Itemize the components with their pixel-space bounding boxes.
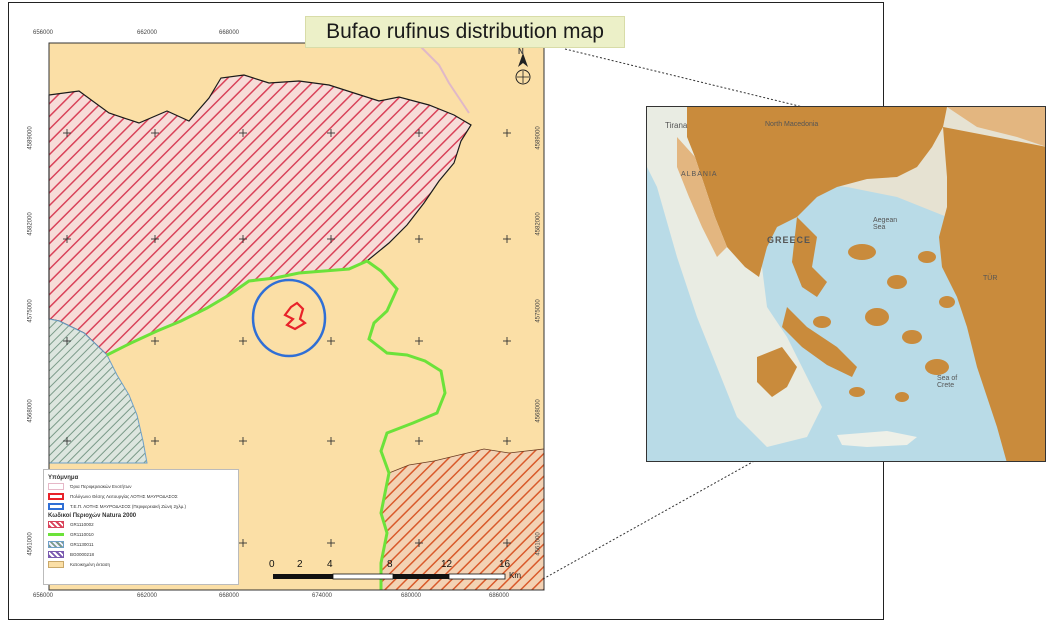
y-tick-right-4: 4568000 (535, 399, 542, 423)
legend-label: GR1110010 (70, 531, 94, 537)
crete-island (837, 431, 917, 447)
legend-item: Πολύγωνο Θέσης Λειτουργίας ΛΟΤΗΣ ΜΑΥΡΟΔΑ… (48, 491, 238, 501)
legend-swatch-natura-2 (48, 532, 64, 536)
legend-swatch-natura-1 (48, 520, 64, 528)
distribution-area-light-west (677, 137, 727, 257)
legend-label: Πολύγωνο Θέσης Λειτουργίας ΛΟΤΗΣ ΜΑΥΡΟΔΑ… (70, 493, 178, 499)
legend-item: BG0000218 (48, 549, 238, 559)
x-tick-bottom-3: 668000 (219, 593, 240, 599)
label-north-macedonia: North Macedonia (765, 121, 819, 128)
y-tick-left-3: 4575000 (27, 299, 34, 323)
legend-item: Όρια Περιφερειακών Ενοτήτων (48, 481, 238, 491)
x-tick-bottom-6: 686000 (489, 593, 510, 599)
legend-label: Κατοικημένη έκταση (70, 561, 110, 567)
map-frame: 656000 662000 668000 656000 662000 66800… (8, 2, 885, 620)
y-tick-left-2: 4582000 (27, 212, 34, 236)
x-tick-bottom-4: 674000 (312, 593, 333, 599)
natura-zone-bluegreen (48, 318, 148, 464)
legend-item: GR1110002 (48, 519, 238, 529)
road-line (418, 44, 470, 114)
label-sea-of-crete: Sea of Crete (937, 375, 958, 389)
inset-distribution-map[interactable]: Tirana North Macedonia ALBANIA GREECE Ae… (646, 106, 1046, 462)
scale-unit: Km (509, 571, 521, 580)
distribution-area-light (947, 107, 1045, 147)
map-border (48, 42, 545, 591)
north-label: N (518, 47, 524, 56)
x-tick-top-2: 662000 (137, 30, 158, 36)
label-turkey: TÜR (983, 275, 998, 282)
legend-swatch-buffer (48, 502, 64, 510)
leader-line-top (564, 48, 885, 128)
distribution-islands (813, 244, 955, 402)
legend-label: GR1110002 (70, 521, 94, 527)
map-title: Bufao rufinus distribution map (305, 16, 625, 48)
y-tick-left-4: 4568000 (27, 399, 34, 423)
distribution-area-east (939, 127, 1045, 461)
scale-label-2: 2 (297, 559, 303, 570)
x-tick-bottom-2: 662000 (137, 593, 158, 599)
x-tick-bottom-5: 680000 (401, 593, 422, 599)
legend-subtitle: Κωδικοί Περιοχών Natura 2000 (48, 513, 137, 519)
distribution-peloponnese (757, 347, 797, 397)
y-tick-left-5: 4561000 (27, 532, 34, 556)
inset-map-svg (647, 107, 1045, 461)
distribution-chalkidiki (792, 217, 827, 297)
legend-item: GR1130011 (48, 539, 238, 549)
legend-swatch-natura-4 (48, 550, 64, 558)
scale-label-4: 4 (327, 559, 333, 570)
north-arrow-icon (515, 53, 531, 85)
label-aegean-sea: Aegean Sea (873, 217, 898, 231)
legend-label: Τ.Ε.Π. ΛΟΤΗΣ ΜΑΥΡΟΔΑΣΟΣ (Περιφερειακή Ζώ… (70, 503, 186, 509)
scale-label-16: 16 (499, 559, 511, 570)
legend-item: Κατοικημένη έκταση (48, 559, 238, 569)
y-tick-right-5: 4561000 (535, 532, 542, 556)
label-greece: GREECE (767, 235, 812, 245)
scale-label-8: 8 (387, 559, 393, 570)
legend-item: Τ.Ε.Π. ΛΟΤΗΣ ΜΑΥΡΟΔΑΣΟΣ (Περιφερειακή Ζώ… (48, 501, 238, 511)
buffer-zone-circle (251, 278, 327, 358)
y-tick-right-2: 4582000 (535, 212, 542, 236)
label-albania: ALBANIA (681, 171, 718, 178)
distribution-evia (782, 307, 857, 377)
legend-swatch-site (48, 492, 64, 500)
green-boundary-line (106, 259, 447, 590)
legend-swatch-boundary (48, 482, 64, 490)
leader-line-bottom (542, 387, 885, 580)
x-tick-top-1: 656000 (33, 30, 54, 36)
legend-label: BG0000218 (70, 551, 95, 557)
natura-zone-orange (380, 448, 545, 591)
scale-label-12: 12 (441, 559, 453, 570)
x-tick-top-3: 668000 (219, 30, 240, 36)
legend-title: Υπόμνημα (48, 475, 79, 481)
map-legend: Υπόμνημα Όρια Περιφερειακών Ενοτήτων Πολ… (43, 469, 239, 585)
legend-swatch-land (48, 560, 64, 568)
scale-label-0: 0 (269, 559, 275, 570)
y-tick-right-1: 4589000 (535, 126, 542, 150)
y-tick-right-3: 4575000 (535, 299, 542, 323)
legend-label: GR1130011 (70, 541, 94, 547)
distribution-area (687, 107, 947, 277)
x-tick-bottom-1: 656000 (33, 593, 54, 599)
legend-label: Όρια Περιφερειακών Ενοτήτων (70, 483, 132, 489)
scale-bar (273, 573, 506, 580)
label-tirana: Tirana (665, 121, 688, 130)
legend-item: GR1110010 (48, 529, 238, 539)
site-polygon (283, 301, 307, 331)
legend-swatch-natura-3 (48, 540, 64, 548)
y-tick-left-1: 4589000 (27, 126, 34, 150)
